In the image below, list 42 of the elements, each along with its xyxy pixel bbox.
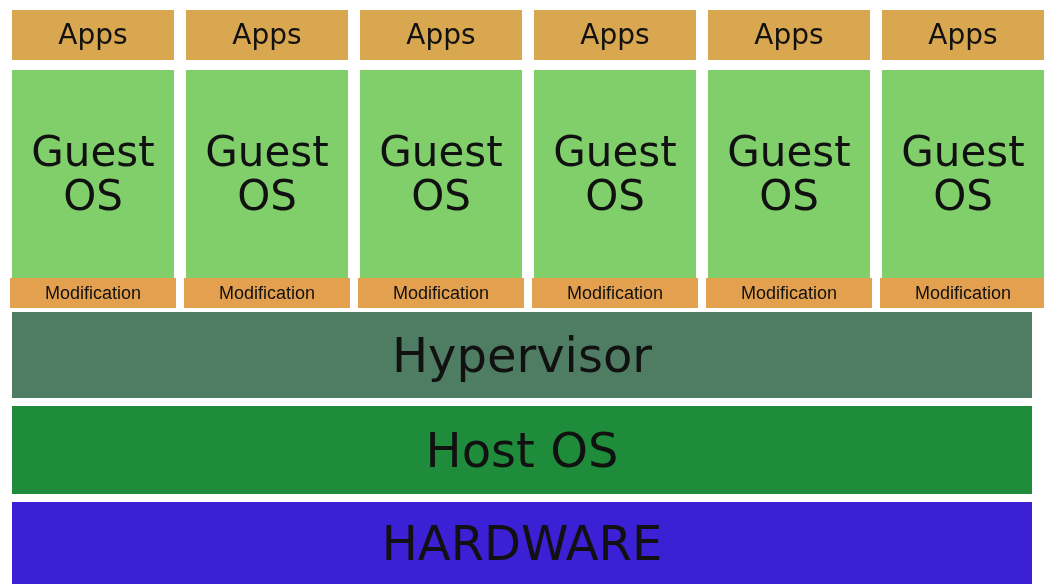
guest-os-box xyxy=(186,70,348,278)
layer-label: Guest OS xyxy=(30,129,156,219)
apps-layer xyxy=(708,10,870,60)
layer-label: Apps xyxy=(406,20,476,50)
modification-strip xyxy=(184,278,350,308)
modification-strip xyxy=(880,278,1044,308)
layer-label: Modification xyxy=(218,283,315,303)
layer-label: Modification xyxy=(566,283,663,303)
guest-os-box xyxy=(708,70,870,278)
layer-label: Guest OS xyxy=(552,129,678,219)
modification-strip xyxy=(10,278,176,308)
layer-label: HARDWARE xyxy=(381,517,663,569)
modification-strip xyxy=(706,278,872,308)
layer-label: Apps xyxy=(232,20,302,50)
apps-layer xyxy=(186,10,348,60)
layer-label: Modification xyxy=(392,283,489,303)
modification-strip xyxy=(532,278,698,308)
hardware-layer xyxy=(12,502,1032,584)
guest-os-box xyxy=(360,70,522,278)
guest-os-box xyxy=(12,70,174,278)
layer-label: Guest OS xyxy=(204,129,330,219)
apps-layer xyxy=(12,10,174,60)
layer-label: Modification xyxy=(740,283,837,303)
layer-label: Host OS xyxy=(425,424,619,476)
hypervisor-layer xyxy=(12,312,1032,398)
guest-os-box xyxy=(534,70,696,278)
apps-layer xyxy=(360,10,522,60)
layer-label: Apps xyxy=(580,20,650,50)
host-os-layer xyxy=(12,406,1032,494)
guest-os-box xyxy=(882,70,1044,278)
layer-label: Apps xyxy=(58,20,128,50)
layer-label: Guest OS xyxy=(726,129,852,219)
layer-label: Guest OS xyxy=(900,129,1026,219)
apps-layer xyxy=(534,10,696,60)
layer-label: Guest OS xyxy=(378,129,504,219)
layer-label: Apps xyxy=(928,20,998,50)
apps-layer xyxy=(882,10,1044,60)
layer-label: Apps xyxy=(754,20,824,50)
layer-label: Hypervisor xyxy=(391,329,653,381)
layer-label: Modification xyxy=(44,283,141,303)
modification-strip xyxy=(358,278,524,308)
layer-label: Modification xyxy=(914,283,1011,303)
